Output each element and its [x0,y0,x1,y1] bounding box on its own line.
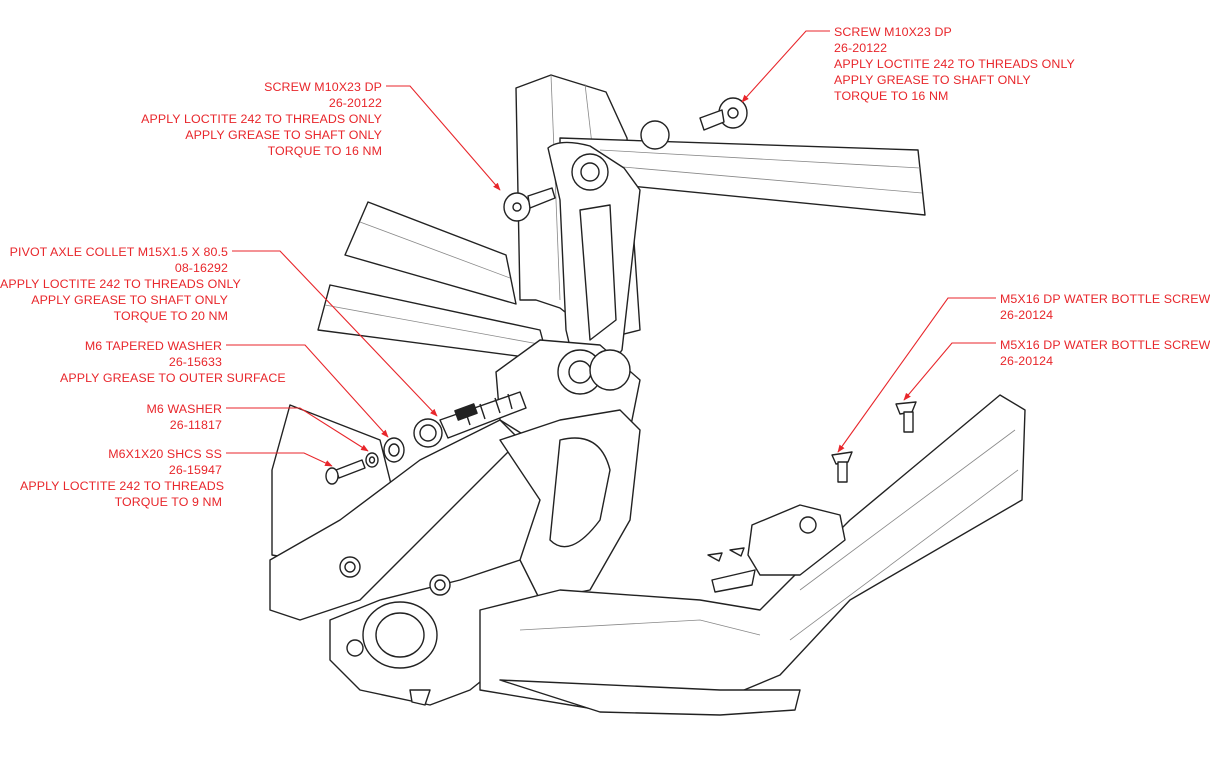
callout-line: APPLY GREASE TO OUTER SURFACE [60,371,286,385]
callout-line: M5X16 DP WATER BOTTLE SCREW [1000,338,1210,352]
callout-line: TORQUE TO 9 NM [114,495,222,509]
callout-line: M5X16 DP WATER BOTTLE SCREW [1000,292,1210,306]
small-screws-pair [707,547,745,562]
leader-screw-top-left [386,85,501,191]
screw-top-right-part [699,97,748,131]
callout-line: TORQUE TO 20 NM [113,309,228,323]
seatstay-rear [344,201,517,305]
callout-line: 26-15947 [168,463,222,477]
callout-line: APPLY LOCTITE 242 TO THREADS [20,479,225,493]
callout-line: APPLY GREASE TO SHAFT ONLY [185,128,382,142]
m6-tapered-washer-part [383,437,405,463]
leader-pivot-axle [232,250,438,417]
callout-bottle-2: M5X16 DP WATER BOTTLE SCREW 26-20124 [1000,337,1210,369]
callout-line: 26-20122 [328,96,382,110]
callout-line: SCREW M10X23 DP [264,80,382,94]
callout-pivot-axle: PIVOT AXLE COLLET M15X1.5 X 80.5 08-16292… [0,244,241,324]
leader-bottle-1 [837,297,996,453]
callout-line: TORQUE TO 16 NM [834,89,949,103]
leader-tapered-washer [226,344,389,438]
bottle-boss [711,504,846,593]
callout-line: M6X1X20 SHCS SS [108,447,222,461]
callout-line: APPLY LOCTITE 242 TO THREADS ONLY [834,57,1075,71]
bottle-screw-2-part [895,401,917,433]
callout-line: M6 TAPERED WASHER [84,339,222,353]
callout-bottle-1: M5X16 DP WATER BOTTLE SCREW 26-20124 [1000,291,1210,323]
down-tube [479,394,1026,716]
leader-shcs [226,452,333,467]
leader-m6-washer [226,407,369,452]
frame-center [499,409,641,601]
bottom-bracket [329,559,561,706]
callout-line: 26-20122 [834,41,888,55]
callout-line: PIVOT AXLE COLLET M15X1.5 X 80.5 [9,245,228,259]
screw-top-left-part [503,187,556,222]
leader-screw-top-right [741,30,830,103]
callout-line: 08-16292 [174,261,228,275]
shcs-bolt-part [325,459,366,485]
leader-bottle-2 [903,342,996,401]
bottle-screw-1-part [831,451,853,483]
callout-line: APPLY GREASE TO SHAFT ONLY [834,73,1031,87]
pivot-axle-collet [413,391,527,448]
callout-line: M6 WASHER [146,402,222,416]
callout-line: APPLY GREASE TO SHAFT ONLY [31,293,228,307]
callout-line: 26-15633 [168,355,222,369]
callout-line: APPLY LOCTITE 242 TO THREADS ONLY [0,277,241,291]
callout-line: SCREW M10X23 DP [834,25,952,39]
callout-line: 26-20124 [1000,308,1054,322]
callout-m6-washer: M6 WASHER 26-11817 [100,401,222,433]
m6-washer-part [365,452,379,468]
callout-line: 26-11817 [169,418,222,432]
callout-line: 26-20124 [1000,354,1054,368]
callout-line: TORQUE TO 16 NM [267,144,382,158]
callout-line: APPLY LOCTITE 242 TO THREADS ONLY [141,112,382,126]
